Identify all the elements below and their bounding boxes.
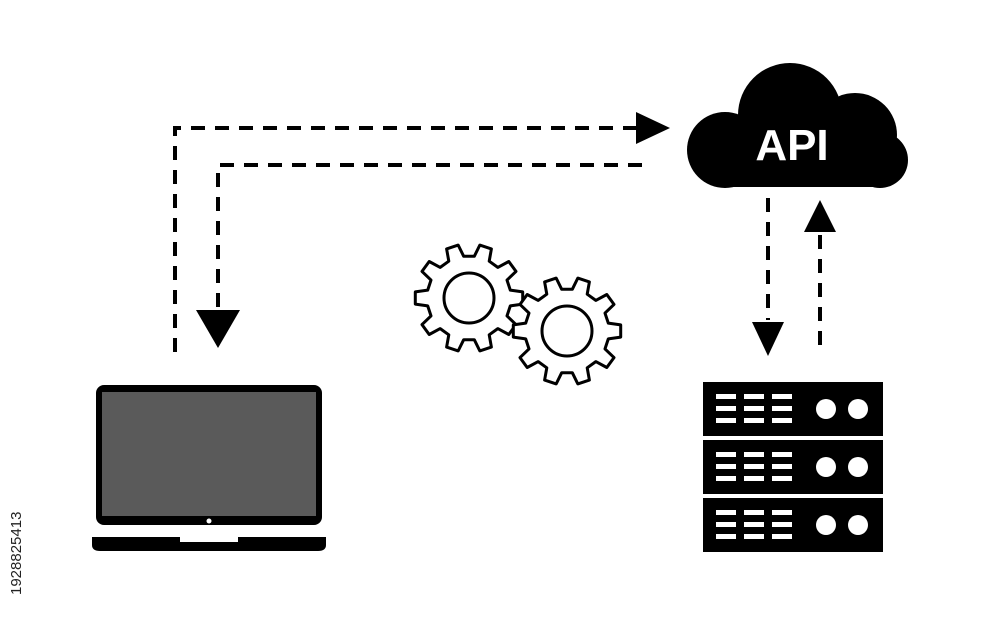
laptop-icon — [92, 385, 326, 551]
response-arrow — [196, 163, 642, 348]
server-light — [848, 457, 868, 477]
gear-hole — [442, 271, 496, 325]
laptop-base — [92, 537, 326, 551]
server-rack-icon — [703, 382, 883, 552]
server-light — [848, 399, 868, 419]
arrow-head-right — [636, 112, 670, 144]
server-unit — [703, 498, 883, 552]
gear-large-icon — [413, 243, 525, 353]
cloud-icon — [687, 63, 908, 188]
api-label: API — [755, 121, 828, 170]
request-arrow — [173, 112, 670, 352]
gear-small-icon — [511, 276, 623, 386]
server-unit — [703, 440, 883, 494]
server-light — [816, 399, 836, 419]
server-light — [848, 515, 868, 535]
server-down-arrow — [752, 198, 784, 356]
arrow-head-down — [752, 322, 784, 356]
stock-id-label: 1928825413 — [8, 511, 25, 595]
laptop-screen — [102, 392, 316, 516]
gear-hole — [540, 304, 594, 358]
arrow-head-up — [804, 200, 836, 232]
server-light — [816, 457, 836, 477]
api-cloud: API — [687, 63, 908, 188]
stock-id-text: 1928825413 — [6, 380, 28, 600]
arrow-head-down — [196, 310, 240, 348]
gears-icon — [413, 243, 623, 386]
server-up-arrow — [804, 200, 836, 345]
server-unit — [703, 382, 883, 436]
server-light — [816, 515, 836, 535]
